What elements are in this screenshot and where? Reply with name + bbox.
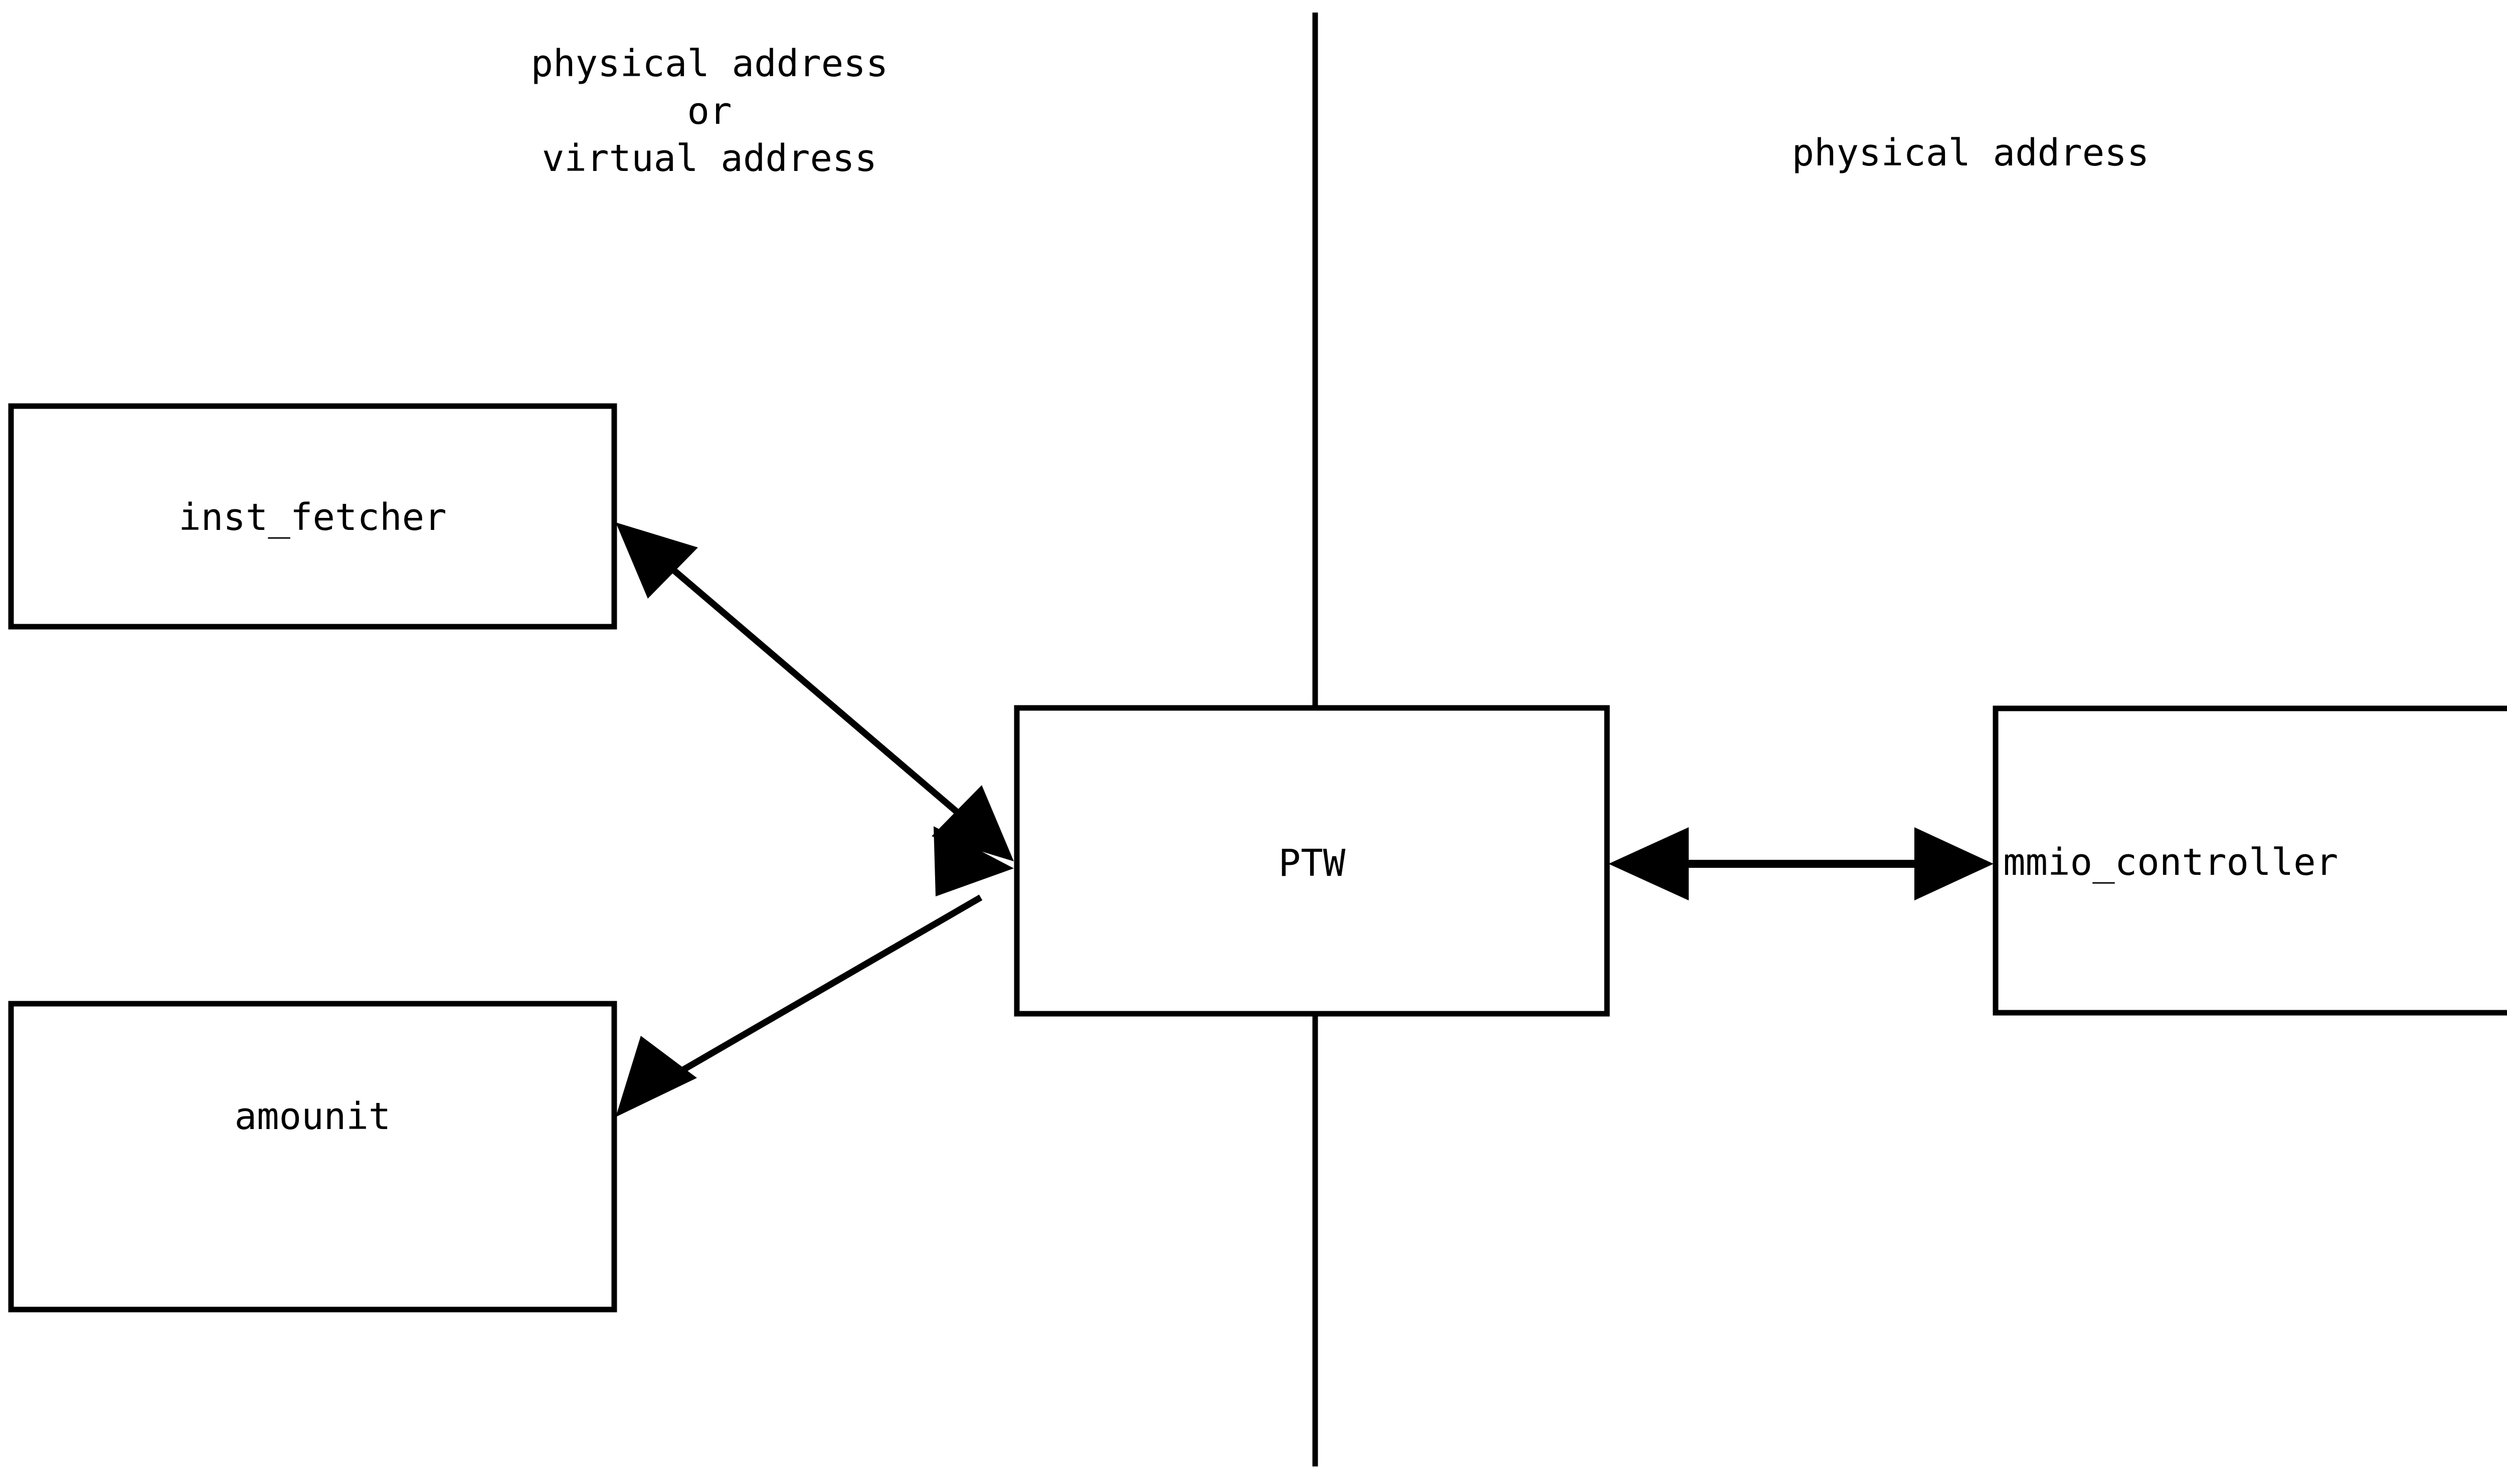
connector-ptw-mmio-controller [1608, 827, 1994, 900]
block-label-ptw: PTW [1278, 842, 1346, 885]
connector-inst-fetcher-ptw [616, 522, 1014, 861]
block-label-inst-fetcher: inst_fetcher [178, 496, 447, 539]
connector-amounit-ptw [616, 826, 1014, 1117]
block-amounit[interactable] [8, 1001, 617, 1313]
block-ptw[interactable] [1014, 705, 1610, 1017]
block-label-mmio-controller: mmio_controller [2003, 841, 2339, 884]
annotation-left-address-kind: physical address or virtual address [530, 42, 888, 180]
block-label-amounit: amounit [234, 1095, 391, 1138]
annotation-right-address-kind: physical address [1792, 131, 2150, 174]
block-inst-fetcher[interactable] [8, 403, 617, 630]
block-mmio-controller[interactable] [1993, 705, 2507, 1016]
